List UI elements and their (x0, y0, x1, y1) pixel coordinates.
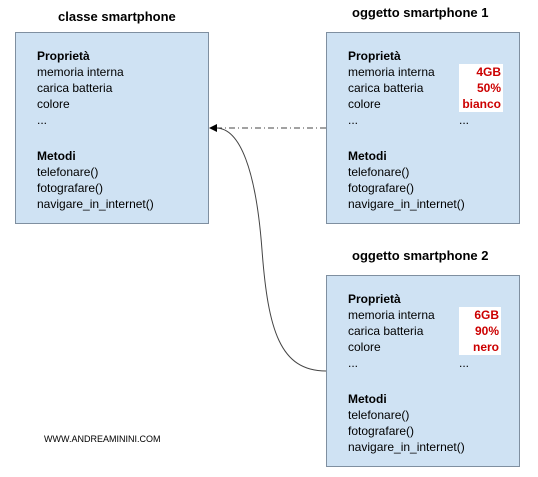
object2-properties-header: Proprietà (348, 292, 401, 306)
object2-value-battery: 90% (459, 323, 501, 339)
object1-box: Proprietà memoria interna carica batteri… (326, 32, 520, 224)
object2-value-memory: 6GB (459, 307, 501, 323)
object2-property: ... (348, 356, 359, 370)
object1-title: oggetto smartphone 1 (352, 5, 489, 20)
object2-method: fotografare() (348, 424, 415, 438)
object1-method: fotografare() (348, 181, 415, 195)
object2-title: oggetto smartphone 2 (352, 248, 489, 263)
object1-value-battery: 50% (459, 80, 503, 96)
object1-value-memory: 4GB (459, 64, 503, 80)
object2-property: carica batteria (348, 324, 424, 338)
site-credit: WWW.ANDREAMININI.COM (44, 434, 161, 444)
object1-method: navigare_in_internet() (348, 197, 465, 211)
object1-property: colore (348, 97, 381, 111)
class-methods-header: Metodi (37, 149, 76, 163)
connector-object2-to-class (215, 127, 327, 372)
class-box: Proprietà memoria interna carica batteri… (15, 32, 209, 224)
class-method: navigare_in_internet() (37, 197, 154, 211)
object1-methods-header: Metodi (348, 149, 387, 163)
object2-value-more: ... (459, 356, 470, 370)
class-property: carica batteria (37, 81, 113, 95)
class-title: classe smartphone (58, 9, 176, 24)
object2-method: navigare_in_internet() (348, 440, 465, 454)
object1-property: carica batteria (348, 81, 424, 95)
object2-methods-header: Metodi (348, 392, 387, 406)
class-property: memoria interna (37, 65, 124, 79)
arrowhead-icon (209, 124, 217, 132)
class-method: fotografare() (37, 181, 104, 195)
object2-property: memoria interna (348, 308, 435, 322)
object1-value-color: bianco (459, 96, 503, 112)
object2-method: telefonare() (348, 408, 410, 422)
class-property: colore (37, 97, 70, 111)
object1-value-more: ... (459, 113, 470, 127)
object2-value-color: nero (459, 339, 501, 355)
object1-property: memoria interna (348, 65, 435, 79)
object1-property: ... (348, 113, 359, 127)
object1-properties-header: Proprietà (348, 49, 401, 63)
class-property: ... (37, 113, 48, 127)
object1-method: telefonare() (348, 165, 410, 179)
object2-box: Proprietà memoria interna carica batteri… (326, 275, 520, 467)
class-method: telefonare() (37, 165, 99, 179)
class-properties-header: Proprietà (37, 49, 90, 63)
object2-property: colore (348, 340, 381, 354)
